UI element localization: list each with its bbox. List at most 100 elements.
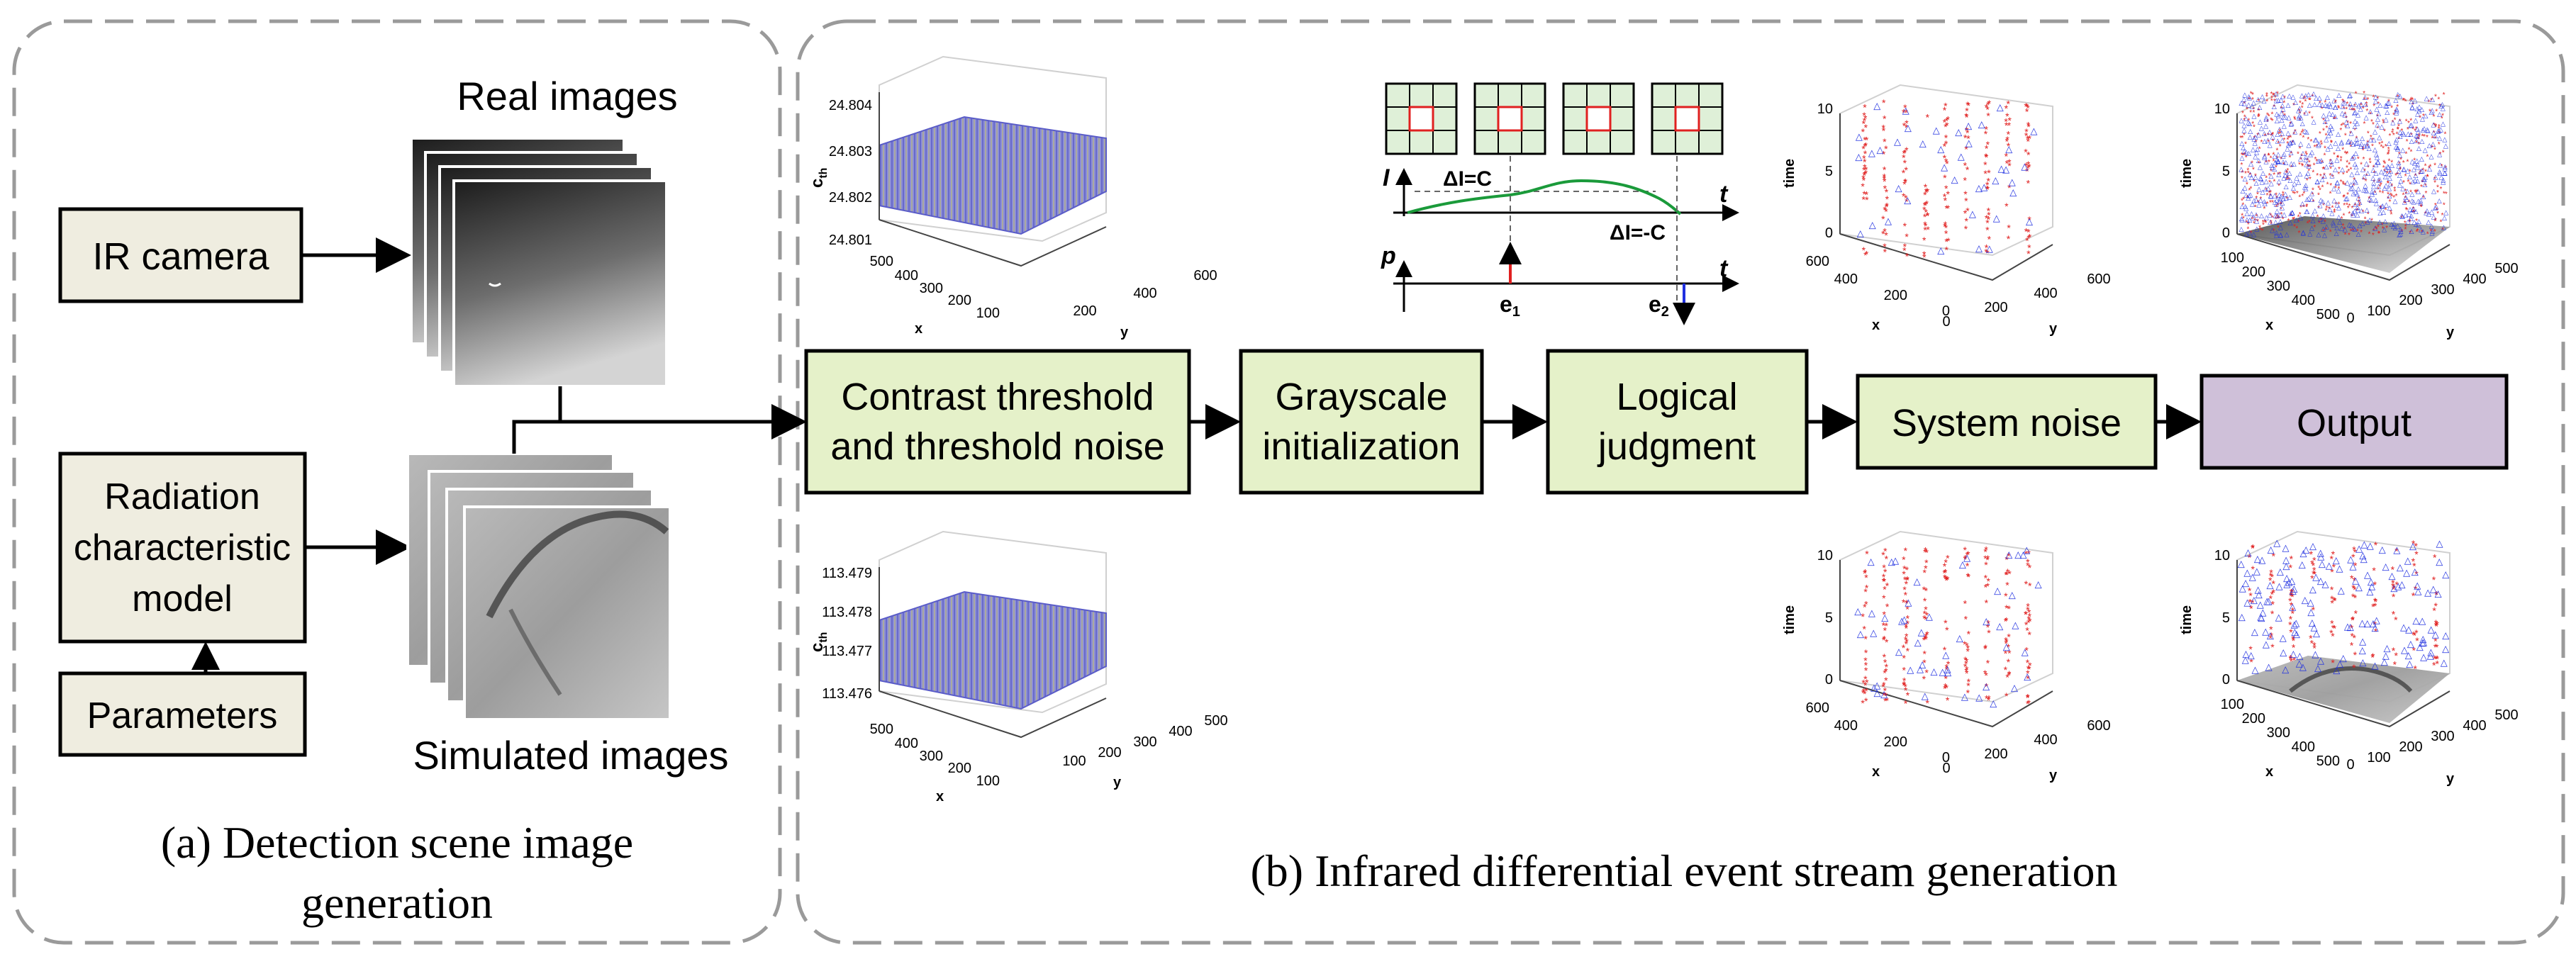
positive-event-point: * — [2026, 692, 2030, 703]
negative-event-point: △ — [2282, 150, 2287, 157]
positive-event-point: * — [2307, 136, 2309, 144]
positive-event-point: * — [2434, 218, 2437, 226]
positive-event-point: * — [2005, 568, 2009, 580]
positive-event-point: * — [2350, 631, 2354, 642]
negative-event-point: △ — [2258, 118, 2263, 125]
positive-event-point: * — [2414, 549, 2419, 560]
positive-event-point: * — [2309, 549, 2314, 560]
negative-event-point: △ — [2323, 101, 2328, 108]
positive-event-point: * — [2024, 130, 2029, 142]
negative-event-point: △ — [2299, 91, 2304, 99]
positive-event-point: * — [2273, 103, 2275, 111]
positive-event-point: * — [2302, 135, 2305, 142]
surface-top-ytick-0: 200 — [1073, 303, 1096, 319]
positive-event-point: * — [2420, 184, 2423, 191]
positive-event-point: * — [2276, 147, 2279, 155]
negative-event-point: △ — [2270, 162, 2275, 169]
negative-event-point: △ — [2400, 622, 2407, 632]
positive-event-point: * — [2317, 192, 2320, 200]
scatter-tr-zlabel: time — [2179, 159, 2195, 188]
negative-event-point: △ — [2399, 212, 2404, 219]
negative-event-point: △ — [2345, 179, 2350, 186]
negative-event-point: △ — [2243, 203, 2248, 210]
negative-event-point: △ — [2283, 578, 2290, 589]
negative-event-point: △ — [2268, 192, 2273, 199]
positive-event-point: * — [2387, 98, 2390, 106]
negative-event-point: △ — [2352, 177, 2357, 184]
negative-event-point: △ — [2348, 138, 2353, 145]
positive-event-point: * — [2027, 214, 2031, 225]
positive-event-point: * — [2004, 116, 2008, 127]
negative-event-point: △ — [2359, 207, 2364, 214]
negative-event-point: △ — [2339, 140, 2344, 147]
positive-event-point: * — [1863, 148, 1868, 159]
scatter-tr-ytick-4: 400 — [2463, 271, 2486, 287]
negative-event-point: △ — [2414, 585, 2421, 596]
positive-event-point: * — [1946, 553, 1950, 564]
positive-event-point: * — [2358, 201, 2361, 208]
positive-event-point: * — [1883, 171, 1887, 182]
negative-event-point: △ — [2325, 102, 2330, 109]
negative-event-point: △ — [2402, 198, 2407, 206]
positive-event-point: * — [2282, 100, 2285, 108]
surface-bottom-xtick-2: 300 — [920, 749, 943, 764]
positive-event-point: * — [1882, 562, 1886, 573]
positive-event-point: * — [1943, 105, 1947, 116]
negative-event-point: △ — [2282, 211, 2287, 218]
positive-event-point: * — [2264, 133, 2267, 140]
positive-event-point: * — [1864, 685, 1868, 697]
positive-event-point: * — [2338, 106, 2341, 113]
positive-event-point: * — [2434, 620, 2438, 631]
positive-event-point: * — [2007, 115, 2012, 126]
positive-event-point: * — [2404, 150, 2407, 158]
negative-event-point: △ — [2277, 211, 2282, 218]
positive-event-point: * — [2270, 155, 2273, 163]
positive-event-point: * — [2426, 174, 2429, 181]
negative-event-point: △ — [2267, 128, 2272, 135]
negative-event-point: △ — [2337, 218, 2342, 225]
negative-event-point: △ — [2442, 643, 2449, 654]
positive-event-point: * — [2368, 200, 2371, 208]
positive-event-point: * — [2270, 641, 2275, 653]
positive-event-point: * — [1963, 598, 1968, 610]
positive-event-point: * — [2266, 118, 2269, 126]
positive-event-point: * — [2402, 192, 2404, 200]
positive-event-point: * — [2319, 187, 2321, 195]
negative-event-point: △ — [2355, 169, 2360, 176]
negative-event-point: △ — [2309, 224, 2314, 231]
positive-event-point: * — [2434, 202, 2437, 210]
positive-event-point: * — [2346, 191, 2349, 199]
negative-event-point: △ — [1902, 105, 1909, 116]
negative-event-point: △ — [2316, 157, 2321, 164]
negative-event-point: △ — [2242, 147, 2247, 155]
negative-event-point: △ — [2399, 578, 2406, 589]
positive-event-point: * — [1983, 644, 1987, 655]
positive-event-point: * — [2389, 169, 2392, 177]
negative-event-point: △ — [2333, 140, 2338, 147]
positive-event-point: * — [2353, 108, 2356, 116]
negative-event-point: △ — [2309, 196, 2314, 203]
negative-event-point: △ — [1888, 556, 1895, 567]
negative-event-point: △ — [2349, 129, 2354, 136]
positive-event-point: * — [2028, 580, 2032, 591]
positive-event-point: * — [2263, 219, 2266, 227]
positive-event-point: * — [1903, 220, 1907, 232]
surface-top-ztick-1: 24.803 — [829, 144, 872, 159]
negative-event-point: △ — [2363, 101, 2368, 108]
positive-event-point: * — [2301, 104, 2304, 112]
positive-event-point: * — [1944, 195, 1948, 206]
positive-event-point: * — [2290, 590, 2294, 601]
positive-event-point: * — [2312, 568, 2316, 580]
positive-event-point: * — [1885, 581, 1890, 592]
positive-event-point: * — [2250, 91, 2253, 99]
positive-event-point: * — [2444, 130, 2447, 138]
negative-event-point: △ — [1881, 612, 1888, 623]
positive-event-point: * — [2268, 179, 2271, 186]
negative-event-point: △ — [2009, 176, 2016, 187]
negative-event-point: △ — [2290, 648, 2297, 658]
positive-event-point: * — [2354, 607, 2358, 619]
positive-event-point: * — [2376, 96, 2379, 103]
positive-event-point: * — [1965, 106, 1969, 117]
positive-event-point: * — [2342, 194, 2345, 202]
positive-event-point: * — [2391, 564, 2395, 575]
